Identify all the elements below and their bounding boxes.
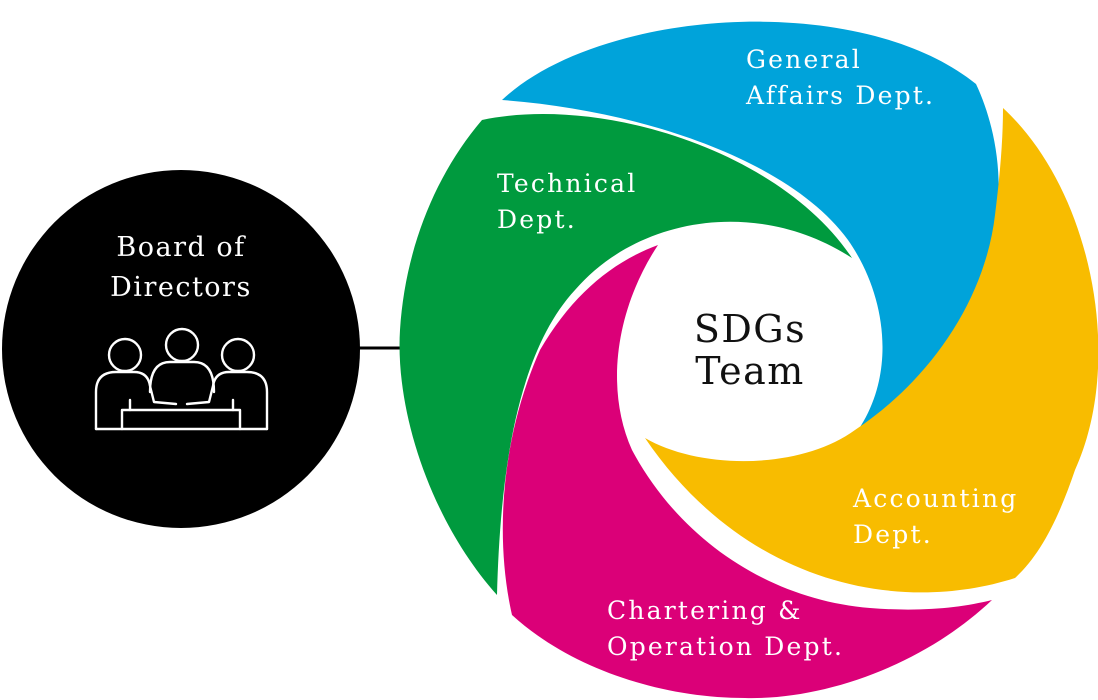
segment-chartering (502, 245, 992, 699)
meeting-people-icon (94, 327, 269, 431)
board-of-directors-label: Board of Directors (110, 232, 252, 303)
segment-general-affairs (502, 21, 999, 451)
board-circle (2, 170, 360, 528)
segment-accounting (645, 108, 1098, 593)
accounting-label: Accounting Dept. (853, 484, 1019, 549)
general-affairs-label: General Affairs Dept. (746, 45, 936, 110)
chartering-label: Chartering & Operation Dept. (607, 596, 845, 661)
technical-label: Technical Dept. (497, 169, 638, 234)
department-swirl (399, 21, 1098, 699)
sdgs-team-label: SDGs Team (693, 307, 807, 393)
segment-technical (399, 114, 852, 595)
